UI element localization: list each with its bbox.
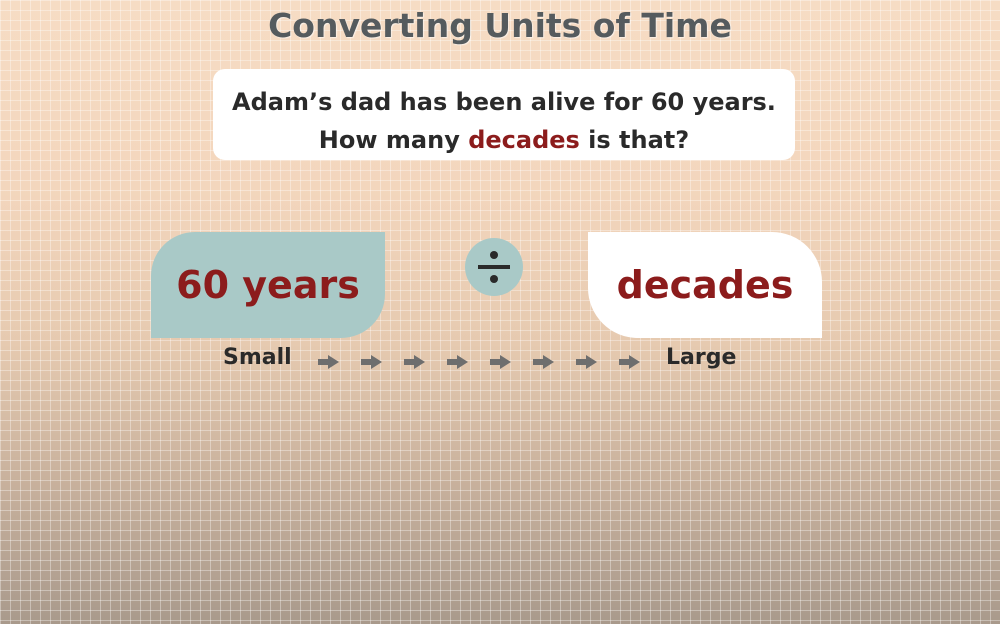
question-line-1: Adam’s dad has been alive for 60 years. (232, 88, 776, 116)
to-unit-label: decades (616, 263, 794, 307)
question-line-2-end: is that? (579, 126, 690, 154)
question-line-2-start: How many (318, 126, 469, 154)
arrow-right-icon (447, 355, 468, 369)
arrow-right-icon (619, 355, 640, 369)
question-highlight: decades (468, 126, 580, 154)
arrow-right-icon (576, 355, 597, 369)
page-title: Converting Units of Time (268, 6, 732, 45)
from-unit-label: 60 years (176, 263, 360, 307)
arrow-right-icon (490, 355, 511, 369)
question-line-2: How many decades is that? (213, 121, 795, 159)
arrow-right-icon (361, 355, 382, 369)
divide-icon (465, 238, 523, 296)
to-unit-box: decades (588, 232, 822, 338)
arrow-right-icon (404, 355, 425, 369)
scale-large-label: Large (666, 345, 737, 370)
arrow-right-icon (533, 355, 554, 369)
arrow-right-icon (318, 355, 339, 369)
from-unit-box: 60 years (151, 232, 385, 338)
scale-small-label: Small (223, 345, 292, 370)
question-card: Adam’s dad has been alive for 60 years. … (213, 69, 795, 160)
